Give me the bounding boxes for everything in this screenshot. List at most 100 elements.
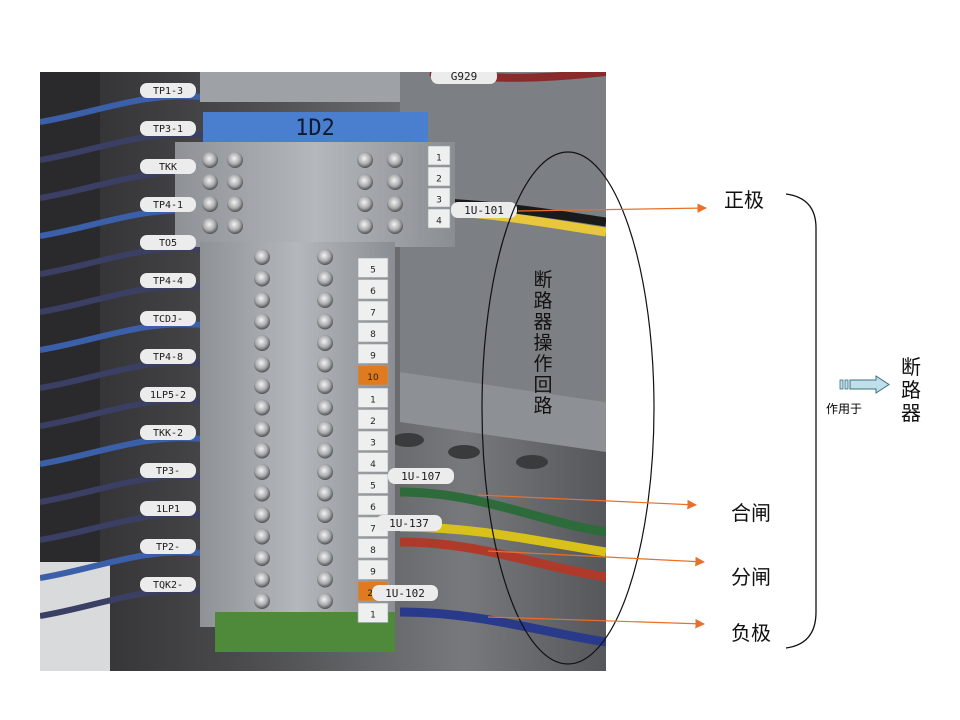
terminal-number: 4 [370,460,376,470]
left-wire-tags: TP1-3TP3-1TKKTP4-1TO5TP4-4TCDJ-TP4-81LP5… [140,83,196,592]
screw [317,270,333,287]
wire-tag [140,121,196,136]
wire-tag-text: TQK2- [153,580,183,591]
screw [254,464,270,480]
wire-tag-text: G929 [451,72,478,83]
terminal-number-plate [357,495,389,516]
terminal-number-plate [427,145,451,166]
terminal-number: 6 [370,287,376,297]
screw [317,485,333,502]
wire-tag [388,468,454,484]
close-label: 合闸 [731,501,771,525]
screw [254,270,270,287]
wire-tag [140,387,196,402]
terminal-number-plate [357,559,389,580]
terminal-number: 1 [370,611,376,621]
screw [254,550,270,566]
wire-tag-text: TP4-8 [153,352,183,363]
terminal-number: 3 [370,439,376,449]
screw [357,174,373,190]
wire-tag-text: 1U-102 [385,587,425,600]
wire-tag [140,577,196,592]
screw [317,249,333,265]
screw [254,249,270,265]
screw [317,399,333,416]
terminal-number: 7 [370,525,376,535]
wire-tag [140,349,196,364]
screw [317,528,333,545]
wire-tag [140,273,196,288]
terminal-number-plate [357,365,389,386]
screw [317,292,333,308]
positive-label: 正极 [724,188,764,212]
wire-tag-text: 1LP5-2 [150,390,186,401]
negative-label: 负极 [731,621,771,645]
terminal-number-plate [427,208,451,229]
wire-tag [376,515,442,531]
terminal-number: 5 [370,266,376,276]
wire-tag [140,159,196,174]
screw [317,507,333,523]
terminal-number-plate [357,538,389,559]
wire-tag-text: TP1-3 [153,86,183,97]
wire-tag [140,83,196,98]
screw [227,196,243,212]
terminal-screws [202,152,403,609]
terminal-number-plate [357,322,389,343]
terminal-number-plate [357,473,389,494]
terminal-number: 8 [370,546,376,556]
wire-tag-text: TP4-4 [153,276,183,287]
terminal-number-plate [357,430,389,451]
terminal-number-plate [357,279,389,300]
screw [317,313,333,330]
screw [357,152,373,168]
wire-tag-text: 1LP1 [156,504,180,515]
screw [317,421,333,437]
wire-tag [140,311,196,326]
screw [227,152,243,168]
wire-tag [140,197,196,212]
terminal-number-plate [427,187,451,208]
circuit-label: 断路器操作回路 [533,269,553,417]
screw [254,442,270,459]
screw [357,196,373,212]
screw [357,218,373,234]
wire-tag [140,425,196,440]
terminal-number: 1 [436,153,442,163]
screw [317,335,333,351]
screw [254,356,270,373]
screw [202,174,218,190]
screw [254,571,270,588]
block-label: 1D2 [295,116,335,141]
wire-tag-text: 1U-101 [464,204,504,217]
terminal-number: 2 [370,417,376,427]
terminal-number: 1 [370,396,376,406]
screw [227,174,243,190]
terminal-number: 5 [370,482,376,492]
screw [317,356,333,373]
wire-tag-text: TP3-1 [153,124,183,135]
terminal-number: 8 [370,330,376,340]
breaker-label: 断路器 [901,355,921,425]
terminal-number: 9 [370,568,376,578]
screw [254,378,270,394]
screw [254,335,270,351]
screw [254,421,270,437]
terminal-number-plate [357,343,389,364]
wire-tag-text: TKK [159,162,177,173]
terminal-number-plate [357,409,389,430]
acts-on-arrow-icon [839,375,890,394]
screw [317,550,333,566]
terminal-number: 9 [370,352,376,362]
screw [254,485,270,502]
wire-tag-text: 1U-107 [401,470,441,483]
wire-tag [140,539,196,554]
open-label: 分闸 [731,565,771,589]
wire-tag [372,585,438,601]
terminal-number: 7 [370,309,376,319]
terminal-number-plate [357,257,389,278]
screw [317,571,333,588]
